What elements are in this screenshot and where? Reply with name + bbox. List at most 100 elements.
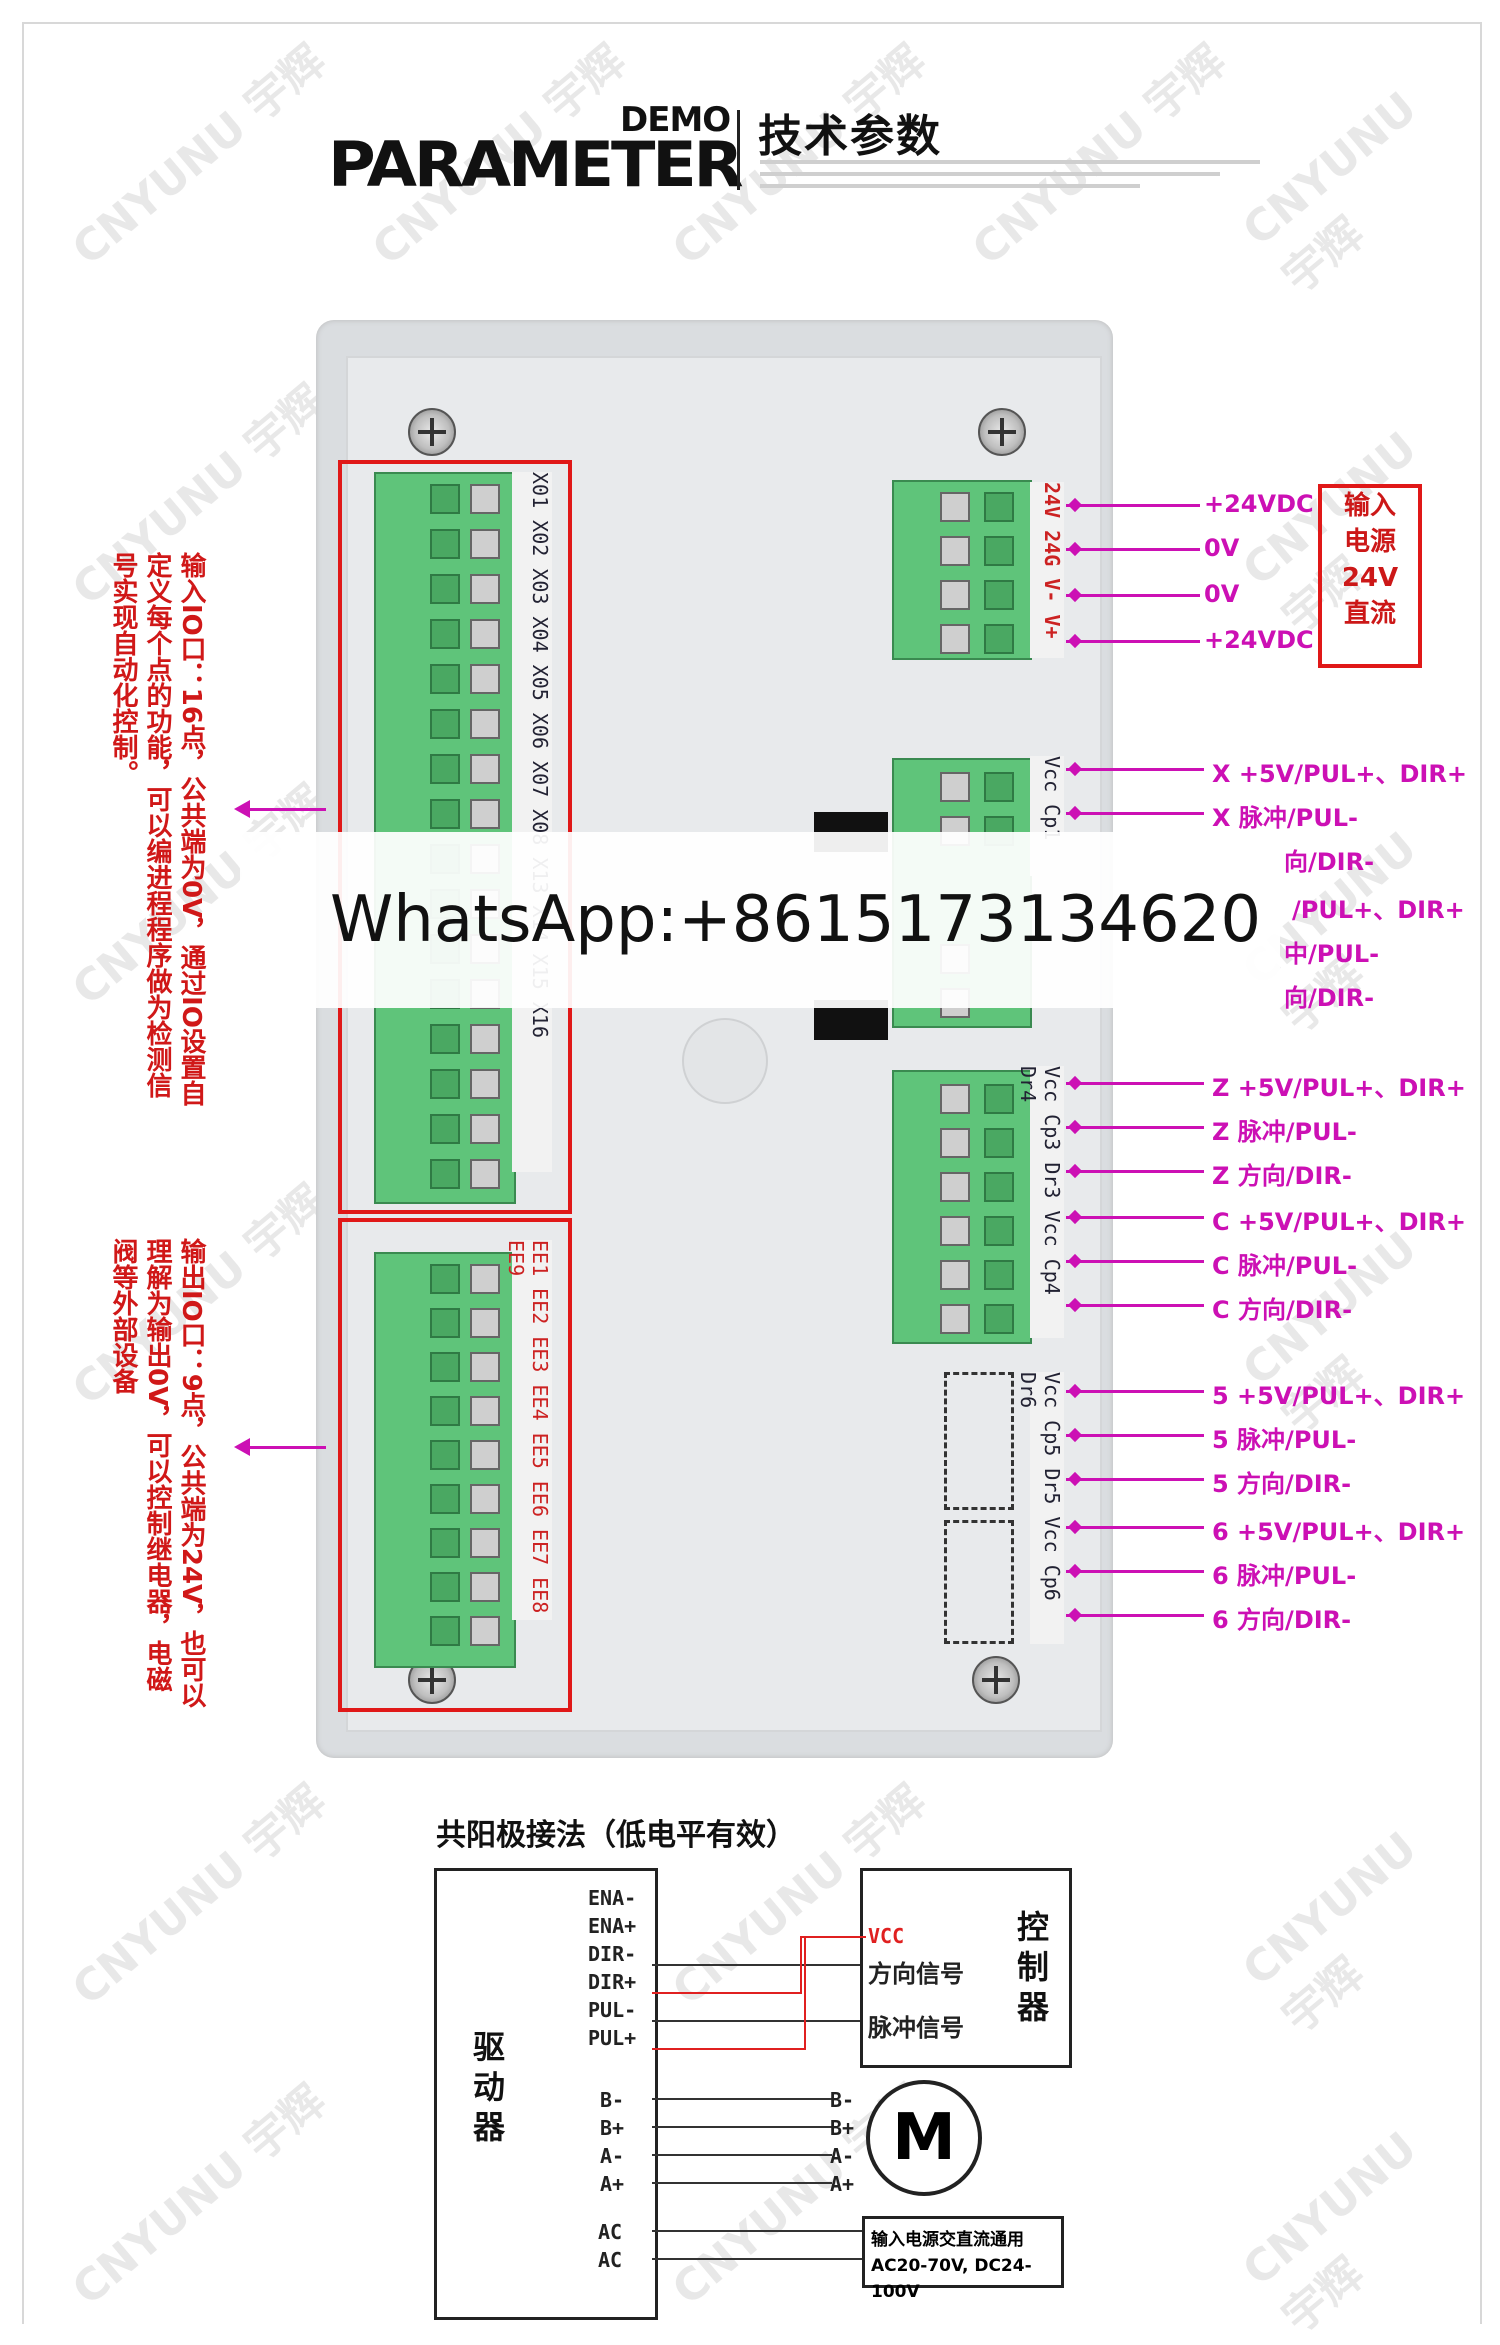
axis-pin-label: Cp3 — [1040, 1114, 1064, 1163]
power-label: 0V — [1204, 580, 1240, 608]
axis-label: 6 方向/DIR- — [1212, 1606, 1352, 1634]
driver-pin-label: ENA- — [588, 1886, 637, 1910]
terminal-pin — [470, 1616, 500, 1646]
terminal-screw — [984, 492, 1014, 522]
power-pin-label-strip: 24V 24G V- V+ — [1030, 482, 1064, 658]
terminal-pin — [940, 1084, 970, 1114]
panel-knob — [682, 1018, 768, 1104]
motor-pin-label: B+ — [600, 2116, 625, 2140]
driver-pin-label: DIR- — [588, 1942, 637, 1966]
output-pin-label: EE3 — [528, 1336, 552, 1385]
motor-side-pin-label: B- — [830, 2088, 855, 2112]
motor-pin-label: A- — [600, 2144, 625, 2168]
motor-pin-label: A+ — [600, 2172, 625, 2196]
motor-wire — [652, 2098, 832, 2100]
axis-label: C 脉冲/PUL- — [1212, 1252, 1358, 1280]
terminal-pin — [940, 772, 970, 802]
power-box-line: 输入 — [1343, 491, 1396, 521]
terminal-pin — [470, 754, 500, 784]
terminal-screw — [984, 580, 1014, 610]
output-description-col2: 理解为输出0V，可以控制继电器，电磁 — [142, 1238, 172, 1693]
wire-pul-plus — [652, 2048, 806, 2050]
input-pin-label: X03 — [528, 568, 552, 617]
terminal-screw — [430, 1069, 460, 1099]
terminal-pin — [470, 619, 500, 649]
z-axis-pin-label-strip: Vcc Cp3 Dr3 Vcc Cp4 Dr4 — [1016, 1066, 1064, 1338]
output-pin-label: EE4 — [528, 1384, 552, 1433]
axis-pin-label: Cp5 — [1040, 1420, 1064, 1469]
terminal-screw — [984, 536, 1014, 566]
terminal-screw — [430, 1352, 460, 1382]
terminal-screw — [430, 1528, 460, 1558]
input-pin-label: X05 — [528, 664, 552, 713]
terminal-pin — [940, 536, 970, 566]
terminal-screw — [984, 1216, 1014, 1246]
power-label: +24VDC — [1204, 626, 1314, 654]
axis-label: Z 方向/DIR- — [1212, 1162, 1352, 1190]
axis-pin-label: Dr6 — [1016, 1372, 1040, 1409]
input-pin-label: X06 — [528, 712, 552, 762]
empty-slot — [944, 1520, 1014, 1644]
terminal-screw — [430, 529, 460, 559]
terminal-pin — [940, 624, 970, 654]
wire-pul-minus — [652, 2020, 860, 2022]
terminal-screw — [430, 1308, 460, 1338]
axis-pin-label: Cp6 — [1040, 1564, 1064, 1601]
terminal-screw — [430, 1484, 460, 1514]
z-axis-terminal-block — [892, 1070, 1032, 1344]
terminal-screw — [430, 619, 460, 649]
wire-dir-plus-vertical — [800, 1936, 802, 1994]
empty-slot — [944, 1372, 1014, 1510]
screw-icon — [978, 408, 1026, 456]
terminal-pin — [940, 1172, 970, 1202]
output-pin-label: EE8 — [528, 1577, 552, 1614]
driver-pin-label: ENA+ — [588, 1914, 637, 1938]
axis-wire — [1066, 1082, 1204, 1085]
output-pin-label: EE2 — [528, 1288, 552, 1337]
terminal-pin — [470, 1024, 500, 1054]
axis-wire — [1066, 812, 1204, 815]
output-arrow-icon — [234, 1438, 326, 1456]
terminal-pin — [470, 574, 500, 604]
input-pin-label: X04 — [528, 616, 552, 665]
terminal-pin — [470, 1440, 500, 1470]
axis-pin-label: Vcc — [1040, 756, 1064, 805]
driver-label: 驱动器 — [468, 2030, 506, 2150]
ac-wire — [652, 2230, 862, 2232]
terminal-pin — [470, 1572, 500, 1602]
axis-label: Z 脉冲/PUL- — [1212, 1118, 1357, 1146]
axis-wire — [1066, 1170, 1204, 1173]
axis-wire — [1066, 1390, 1204, 1393]
terminal-pin — [470, 1308, 500, 1338]
motor-wire — [652, 2182, 832, 2184]
terminal-screw — [430, 1616, 460, 1646]
terminal-screw — [430, 1114, 460, 1144]
wire-vcc — [800, 1936, 866, 1938]
axis-pin-label: Dr5 — [1040, 1468, 1064, 1517]
wire-dir-minus — [652, 1964, 860, 1966]
power-label: 0V — [1204, 534, 1240, 562]
axis-wire — [1066, 768, 1204, 771]
power-label: +24VDC — [1204, 490, 1314, 518]
axis-pin-label: Cp4 — [1040, 1258, 1064, 1295]
axis-label: 向/DIR- — [1284, 848, 1375, 876]
power-supply-line1: 输入电源交直流通用 — [871, 2230, 1024, 2250]
motor-wire — [652, 2126, 832, 2128]
axis-wire — [1066, 1570, 1204, 1573]
controller-pulse-signal: 脉冲信号 — [868, 2014, 964, 2042]
power-wire — [1066, 594, 1200, 597]
axis-label: 5 脉冲/PUL- — [1212, 1426, 1357, 1454]
axis-pin-label: Dr3 — [1040, 1162, 1064, 1211]
header-fineprint — [760, 172, 1220, 176]
power-supply-box: 输入电源交直流通用 AC20-70V, DC24-100V — [862, 2216, 1064, 2302]
terminal-pin — [940, 1260, 970, 1290]
terminal-pin — [470, 1069, 500, 1099]
header-fineprint — [760, 160, 1260, 164]
power-pin-label: V+ — [1040, 614, 1064, 639]
terminal-screw — [430, 574, 460, 604]
driver-pin-label: PUL- — [588, 1998, 637, 2022]
terminal-pin — [470, 709, 500, 739]
ac-pin-label: AC — [598, 2248, 623, 2272]
wiring-title: 共阳极接法（低电平有效） — [436, 1818, 796, 1853]
